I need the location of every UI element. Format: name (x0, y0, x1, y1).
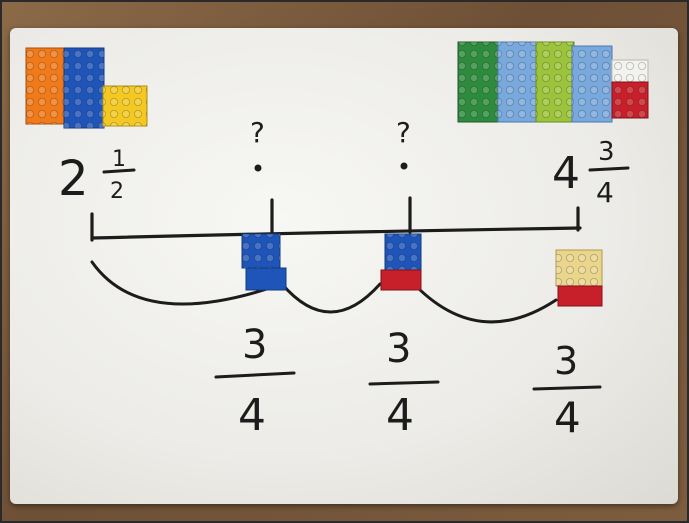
unknown-1: ? (250, 116, 265, 149)
unknown-2-dot (401, 163, 408, 170)
lego-red-studs (612, 82, 648, 118)
start-numerator: 1 (112, 147, 126, 172)
lego-green-studs (458, 42, 500, 122)
start-denominator: 2 (110, 179, 124, 204)
jump-1-denominator: 4 (238, 390, 266, 441)
jump-fraction-2: 3 4 (370, 326, 438, 441)
end-numerator: 3 (598, 137, 615, 167)
lego-lightblue-studs-2 (572, 46, 612, 122)
jump-arc-3 (416, 286, 556, 322)
start-fraction-bar (104, 170, 134, 172)
unknown-2: ? (396, 116, 411, 149)
jump-2-denominator: 4 (386, 390, 414, 441)
jump-fraction-1: 3 4 (216, 322, 294, 441)
lego-orange-studs (26, 48, 66, 124)
jump-1-numerator: 3 (242, 322, 267, 368)
end-mixed-number: 4 3 4 (552, 137, 628, 209)
jump-2-numerator: 3 (386, 326, 411, 372)
marker-3-studs (556, 250, 602, 286)
jump-arc-2 (282, 284, 380, 312)
lego-marker-2 (381, 234, 421, 290)
number-line-axis (92, 228, 580, 238)
jump-3-numerator: 3 (554, 339, 578, 383)
lego-group-two-and-a-half (26, 48, 147, 128)
jump-arcs (92, 262, 556, 322)
marker-2-red-bottom (381, 270, 421, 290)
lego-white-studs (612, 60, 648, 84)
jump-fraction-3: 3 4 (534, 339, 600, 442)
lego-blue-studs (64, 48, 104, 128)
start-whole: 2 (58, 151, 89, 207)
unknown-1-dot (255, 165, 262, 172)
number-line (92, 198, 580, 240)
marker-2-studs (385, 234, 421, 270)
lego-group-four-and-three-quarters (458, 42, 648, 122)
unknown-markers: ? ? (250, 116, 411, 172)
jump-3-bar (534, 387, 600, 389)
lego-lightblue-studs-1 (498, 42, 538, 122)
jump-1-bar (216, 373, 294, 377)
marker-3-red-bottom (558, 286, 602, 306)
lego-marker-3 (556, 250, 602, 306)
lego-marker-1 (242, 234, 286, 290)
end-fraction-bar (590, 168, 628, 170)
end-denominator: 4 (596, 176, 614, 209)
marker-1-studs (242, 234, 280, 268)
end-whole: 4 (552, 148, 580, 199)
marker-1-blue-bottom (246, 268, 286, 290)
start-mixed-number: 2 1 2 (58, 147, 134, 207)
jump-2-bar (370, 382, 438, 384)
jump-3-denominator: 4 (554, 393, 581, 442)
lego-yellow-studs (103, 86, 147, 126)
lego-lime-studs (536, 42, 574, 122)
